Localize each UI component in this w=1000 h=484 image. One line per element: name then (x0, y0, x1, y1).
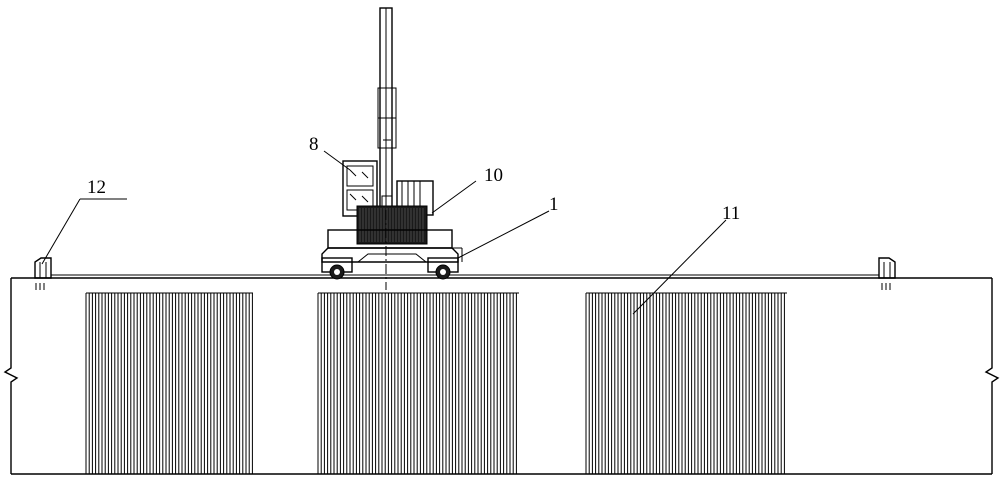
label-11: 11 (722, 203, 740, 224)
hatched-panel-right (585, 292, 787, 474)
right-end-stop (878, 257, 896, 290)
label-10: 10 (484, 165, 503, 186)
label-8: 8 (309, 134, 319, 155)
turntable (356, 195, 428, 245)
wheel-right (427, 257, 459, 280)
wheel-left (321, 257, 353, 280)
hatched-panel-center (317, 292, 519, 474)
rail-crane (321, 7, 463, 290)
label-12: 12 (87, 177, 106, 198)
hatched-panel-left (85, 292, 253, 474)
boom (377, 7, 397, 211)
leader-lines (41, 150, 727, 315)
operator-cab (342, 160, 378, 217)
label-1: 1 (549, 194, 559, 215)
base-block (3, 277, 1000, 475)
